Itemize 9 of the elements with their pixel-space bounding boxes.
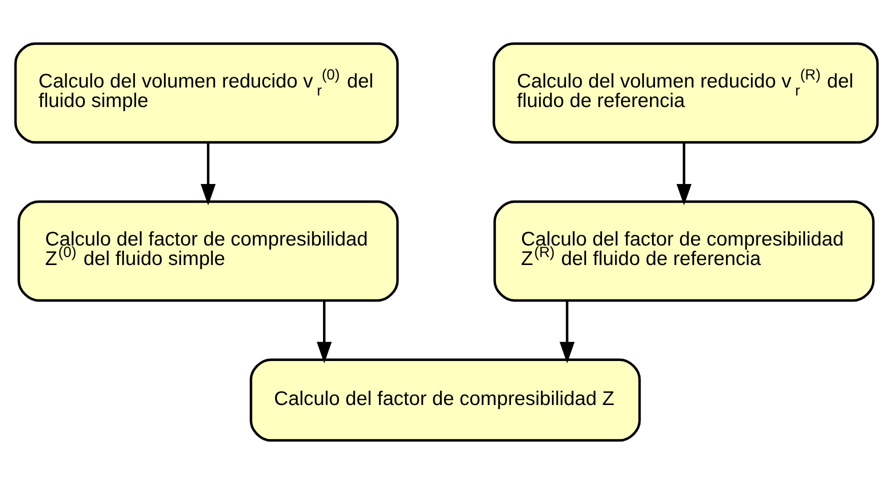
node-box: Calculo del factor de compresibilidad Z <box>250 358 641 442</box>
node-box: Calculo del volumen reducido v$_{r}$$^{(0)}$ del fluido simple <box>14 42 399 144</box>
arrow <box>200 142 216 205</box>
arrow <box>676 142 692 205</box>
node-box: Calculo del factor de compresibilidad Z$^{(R)}$ del fluido de referencia <box>493 200 875 302</box>
node-box: Calculo del factor de compresibilidad Z$^{(0)}$ del fluido simple <box>18 200 399 302</box>
arrow <box>316 300 332 363</box>
node-box: Calculo del volumen reducido v$_{r}$$^{(R)}$ del fluido de referencia <box>492 42 879 144</box>
arrow <box>560 300 575 363</box>
